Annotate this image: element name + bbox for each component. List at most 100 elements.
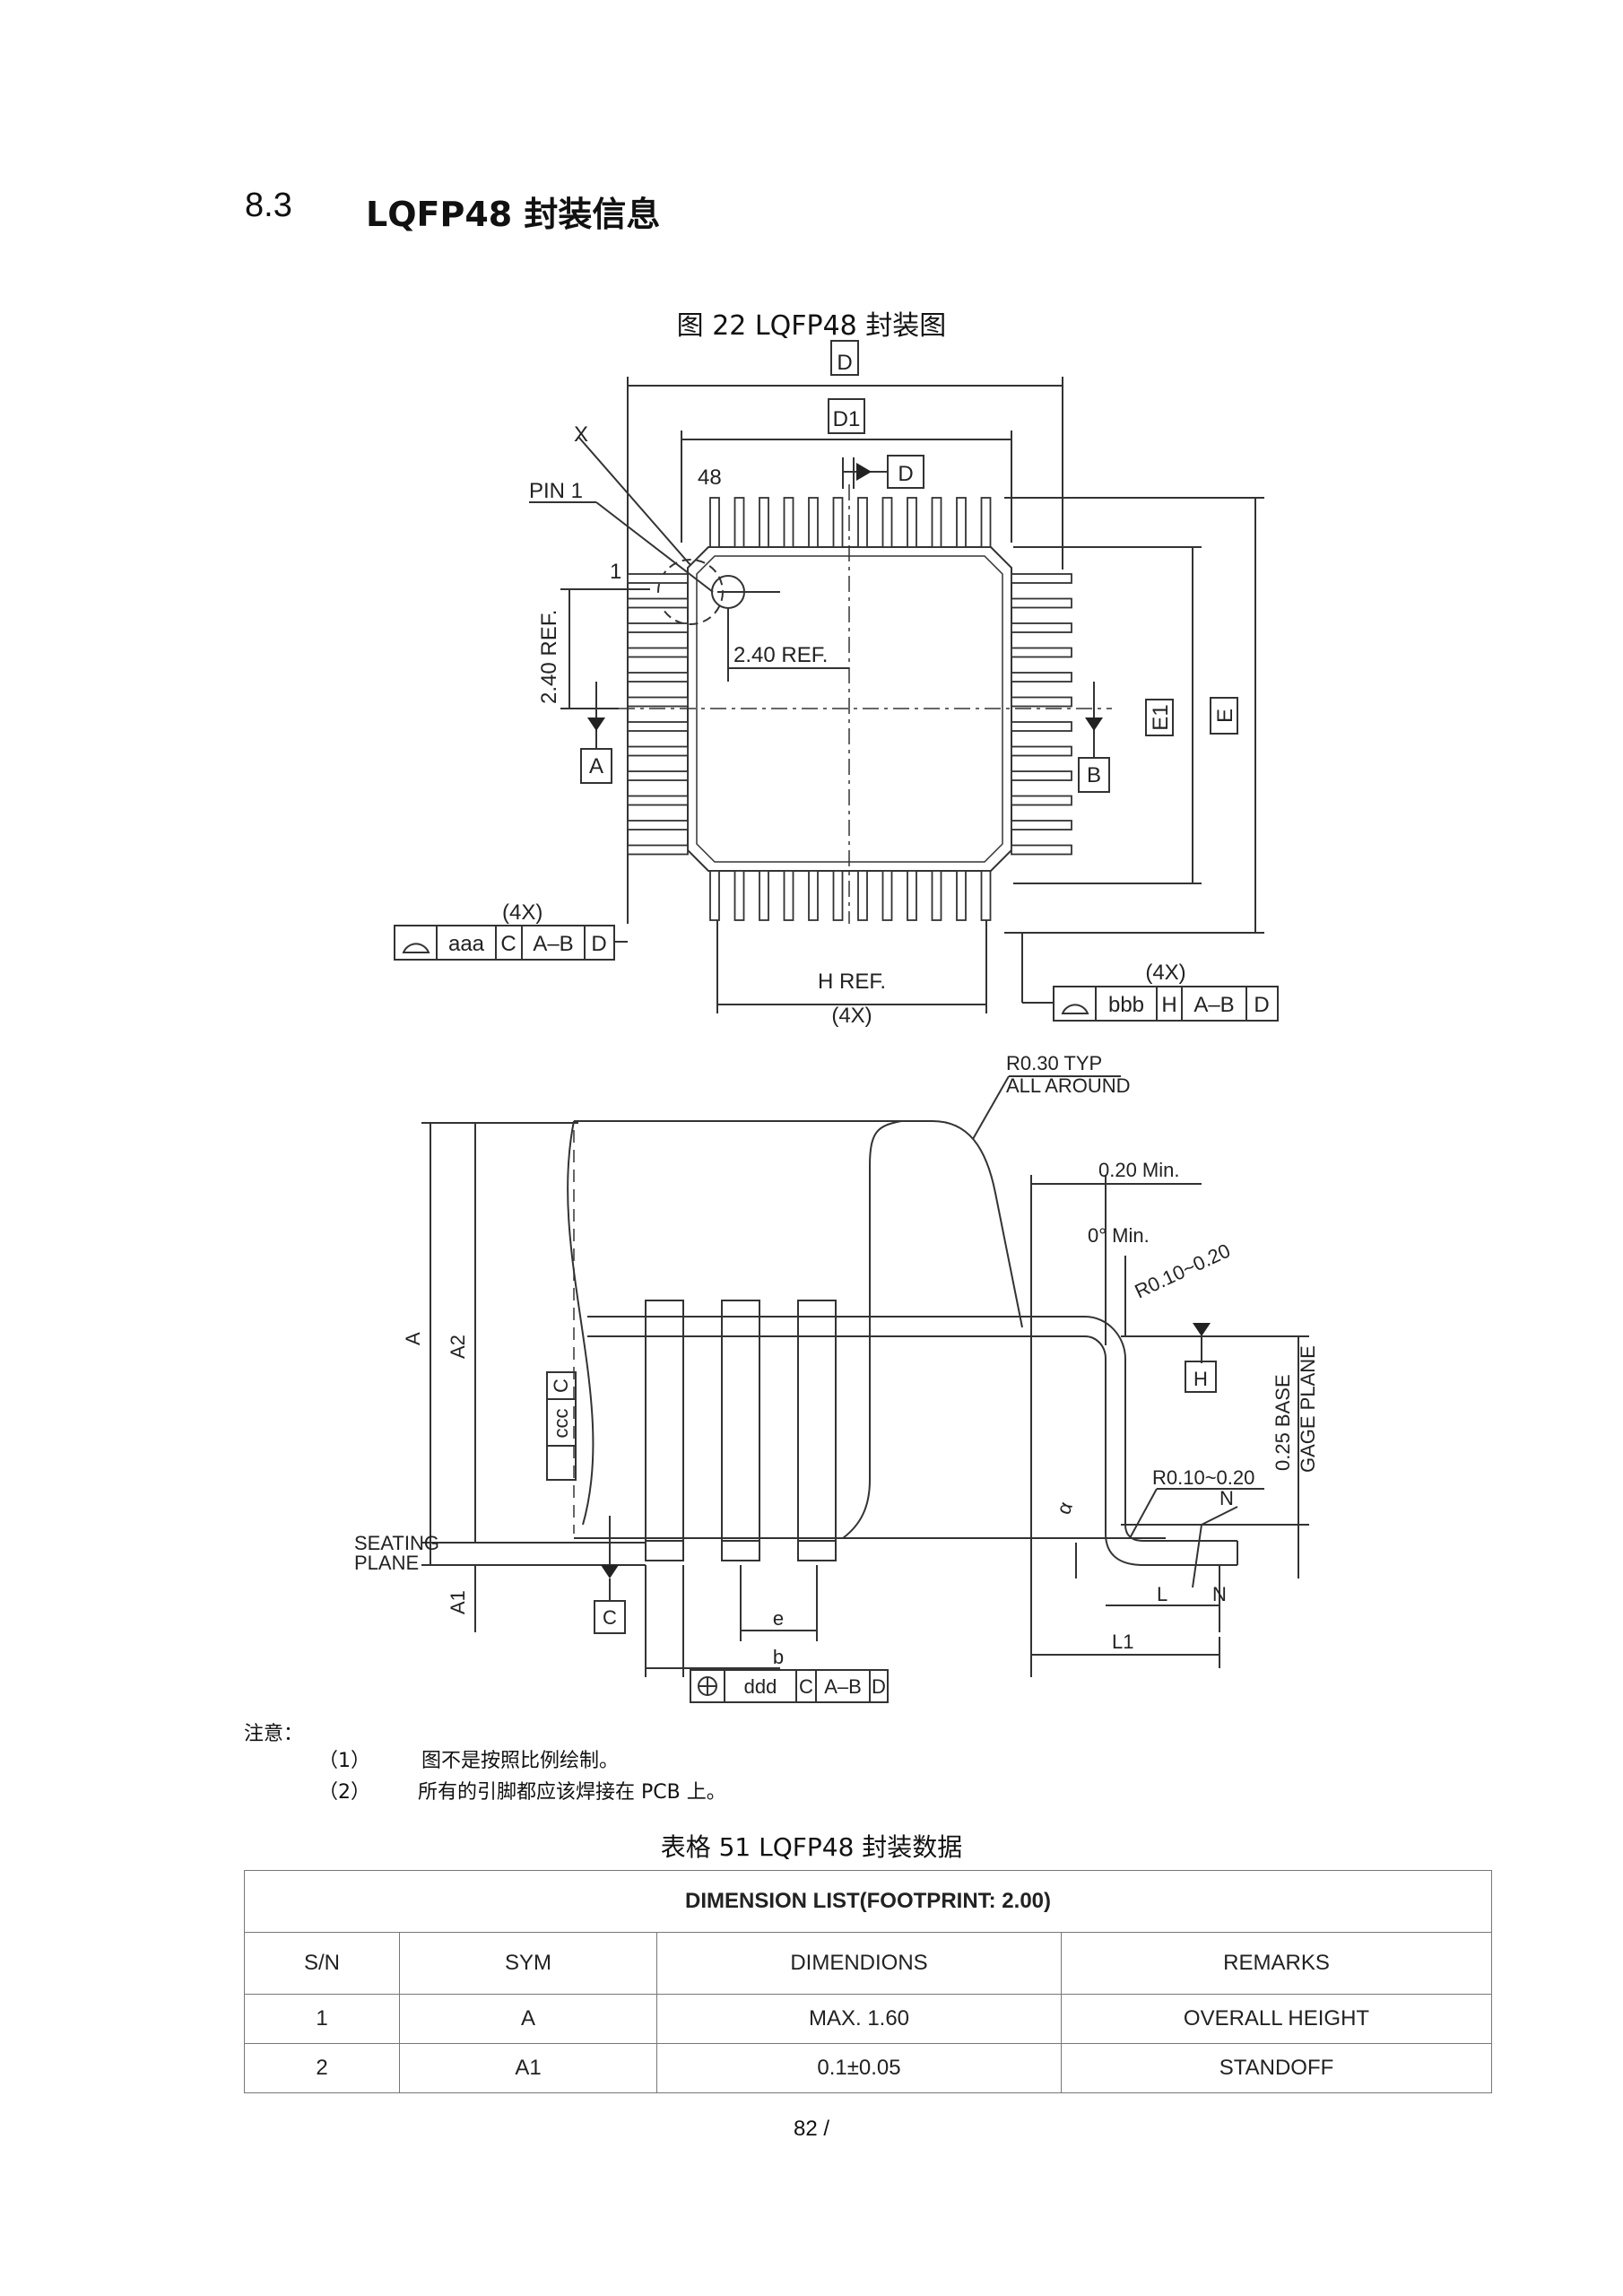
cell-remark: OVERALL HEIGHT bbox=[1061, 1994, 1492, 2044]
cell-sn: 2 bbox=[244, 2043, 400, 2093]
cell-remark: STANDOFF bbox=[1061, 2043, 1492, 2093]
label-E: E bbox=[1213, 709, 1237, 723]
label-H-datum: H bbox=[1193, 1368, 1208, 1390]
package-lead bbox=[881, 497, 893, 548]
package-lead bbox=[931, 870, 942, 921]
package-lead bbox=[627, 573, 689, 584]
package-lead bbox=[733, 870, 745, 921]
package-lead bbox=[627, 795, 689, 806]
package-lead bbox=[627, 696, 689, 708]
figure-caption: 图 22 LQFP48 封装图 bbox=[676, 310, 947, 342]
label-r010b: R0.10~0.20 bbox=[1152, 1466, 1254, 1489]
label-A1: A1 bbox=[447, 1590, 469, 1614]
label-pin1: PIN 1 bbox=[529, 479, 583, 503]
label-gage2: GAGE PLANE bbox=[1297, 1345, 1319, 1473]
label-r030-1: R0.30 TYP bbox=[1006, 1052, 1102, 1074]
package-lead bbox=[857, 497, 868, 548]
label-min020: 0.20 Min. bbox=[1098, 1159, 1180, 1181]
label-seating1: SEATING bbox=[354, 1532, 439, 1554]
label-C-datum: C bbox=[603, 1606, 617, 1629]
package-lead bbox=[881, 870, 893, 921]
col-header-sym: SYM bbox=[399, 1932, 657, 1995]
cell-sym: A1 bbox=[399, 2043, 657, 2093]
fcf-right-2: H bbox=[1161, 993, 1176, 1017]
label-B-datum: B bbox=[1087, 763, 1101, 787]
notes-heading: 注意： bbox=[244, 1723, 304, 1745]
label-h-ref: H REF. bbox=[818, 970, 886, 994]
package-lead bbox=[956, 497, 967, 548]
fcf-ddd-4: D bbox=[872, 1675, 886, 1698]
package-lead bbox=[907, 497, 917, 548]
package-lead bbox=[1011, 622, 1072, 633]
table-title: DIMENSION LIST(FOOTPRINT: 2.00) bbox=[244, 1870, 1492, 1933]
package-lead bbox=[956, 870, 967, 921]
label-X: X bbox=[574, 422, 588, 447]
fcf-ccc-2: C bbox=[550, 1378, 572, 1393]
label-r010a: R0.10~0.20 bbox=[1132, 1239, 1234, 1303]
fcf-ccc-1: ccc bbox=[550, 1409, 572, 1439]
label-D1: D1 bbox=[833, 407, 861, 431]
col-header-dimensions: DIMENDIONS bbox=[656, 1932, 1062, 1995]
label-ref-h: 2.40 REF. bbox=[733, 643, 828, 667]
note-1-number: （1） bbox=[318, 1750, 370, 1772]
fcf-right-4: D bbox=[1254, 993, 1269, 1017]
package-lead bbox=[627, 672, 689, 683]
label-fcf-count-right: (4X) bbox=[1145, 961, 1185, 985]
package-lead bbox=[907, 870, 917, 921]
package-lead bbox=[759, 870, 769, 921]
fcf-right-1: bbb bbox=[1108, 993, 1144, 1017]
fcf-right-3: A–B bbox=[1193, 993, 1234, 1017]
package-lead bbox=[1011, 721, 1072, 732]
label-b: b bbox=[773, 1646, 784, 1668]
label-D: D bbox=[837, 351, 852, 375]
package-lead bbox=[709, 497, 720, 548]
cell-dimension: MAX. 1.60 bbox=[656, 1994, 1062, 2044]
label-seating2: PLANE bbox=[354, 1552, 419, 1574]
label-L: L bbox=[1157, 1583, 1167, 1605]
package-lead bbox=[1011, 573, 1072, 584]
package-lead bbox=[627, 745, 689, 757]
label-A2: A2 bbox=[447, 1335, 469, 1359]
col-header-remarks: REMARKS bbox=[1061, 1932, 1492, 1995]
package-lead bbox=[1011, 820, 1072, 831]
table-row: 1 A MAX. 1.60 OVERALL HEIGHT bbox=[244, 1994, 1492, 2044]
col-header-sn: S/N bbox=[244, 1932, 400, 1995]
label-pin-one: 1 bbox=[610, 560, 621, 584]
package-lead bbox=[832, 497, 844, 548]
label-min0: 0° Min. bbox=[1088, 1224, 1150, 1247]
label-L1: L1 bbox=[1112, 1631, 1133, 1653]
label-A-datum: A bbox=[589, 754, 603, 778]
section-number: 8.3 bbox=[245, 187, 292, 224]
package-lead bbox=[980, 870, 992, 921]
label-e: e bbox=[773, 1607, 784, 1630]
package-lead bbox=[1011, 672, 1072, 683]
label-pin48: 48 bbox=[698, 465, 722, 490]
cell-dimension: 0.1±0.05 bbox=[656, 2043, 1062, 2093]
package-lead bbox=[627, 844, 689, 856]
package-lead bbox=[709, 870, 720, 921]
label-r030-2: ALL AROUND bbox=[1006, 1074, 1131, 1097]
cell-sym: A bbox=[399, 1994, 657, 2044]
label-A: A bbox=[402, 1332, 424, 1345]
label-N2: N bbox=[1212, 1583, 1227, 1605]
package-leads bbox=[627, 497, 1072, 921]
package-lead bbox=[1011, 597, 1072, 609]
package-lead bbox=[627, 770, 689, 781]
package-lead bbox=[783, 497, 794, 548]
package-lead bbox=[808, 870, 819, 921]
fcf-left-2: C bbox=[500, 932, 516, 956]
label-N1: N bbox=[1219, 1487, 1234, 1509]
package-lead bbox=[832, 870, 844, 921]
package-lead bbox=[1011, 795, 1072, 806]
package-lead bbox=[1011, 770, 1072, 781]
package-lead bbox=[980, 497, 992, 548]
table-row: 2 A1 0.1±0.05 STANDOFF bbox=[244, 2043, 1492, 2093]
label-fcf-count-left: (4X) bbox=[502, 900, 542, 925]
note-2-text: 所有的引脚都应该焊接在 PCB 上。 bbox=[418, 1781, 726, 1804]
cell-sn: 1 bbox=[244, 1994, 400, 2044]
label-D-datum: D bbox=[898, 462, 913, 486]
package-lead bbox=[1011, 745, 1072, 757]
label-gage1: 0.25 BASE bbox=[1271, 1374, 1294, 1471]
package-lead bbox=[627, 647, 689, 658]
package-lead bbox=[1011, 696, 1072, 708]
